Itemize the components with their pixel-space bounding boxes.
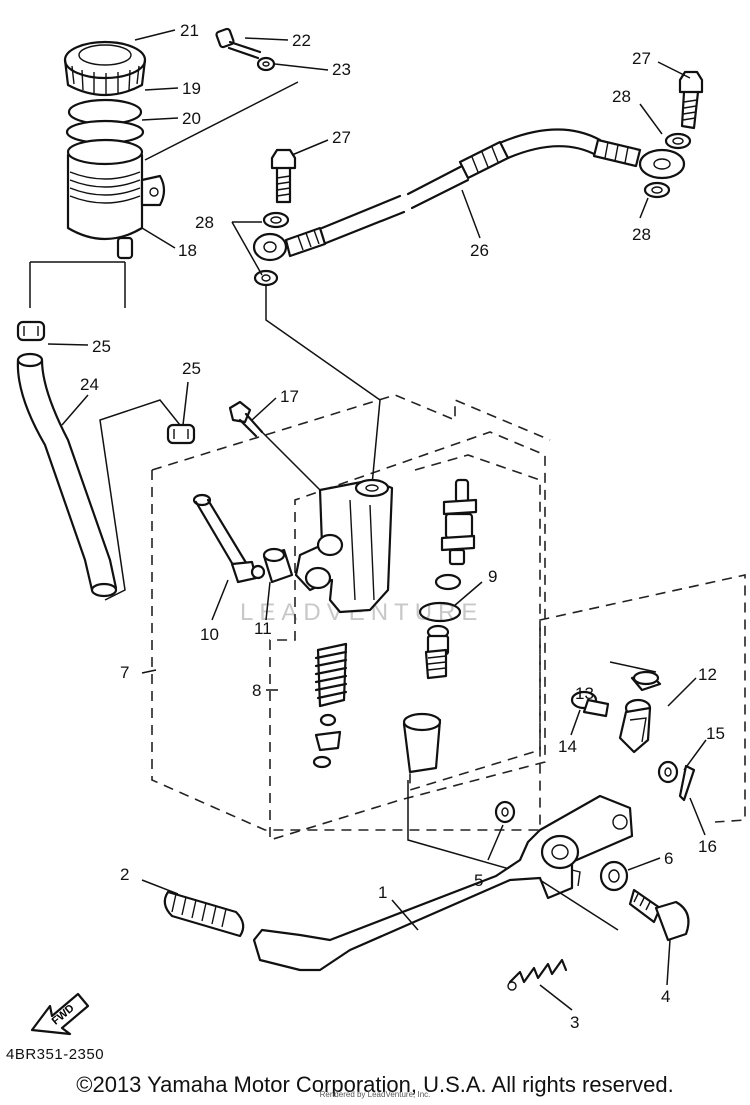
callout-17: 17 — [280, 387, 299, 406]
union-bolt-right[interactable] — [678, 70, 704, 130]
callout-8: 8 — [252, 681, 261, 700]
washer-6[interactable] — [599, 860, 629, 892]
bolt-22[interactable] — [215, 27, 262, 60]
callout-25-upper: 25 — [92, 337, 111, 356]
callout-28-left: 28 — [195, 213, 214, 232]
callout-28-right-bottom: 28 — [632, 225, 651, 244]
callout-15: 15 — [706, 724, 725, 743]
circlip[interactable] — [418, 601, 462, 623]
callout-4: 4 — [661, 987, 670, 1006]
bolt-17[interactable] — [228, 400, 264, 438]
callout-26: 26 — [470, 241, 489, 260]
callout-3: 3 — [570, 1013, 579, 1032]
callout-21: 21 — [180, 21, 199, 40]
rendered-by-notice: Rendered by LeadVenture, Inc. — [319, 1090, 431, 1099]
gasket-right-bottom[interactable] — [643, 181, 671, 199]
callout-9: 9 — [488, 567, 497, 586]
callout-22: 22 — [292, 31, 311, 50]
assembly-7-outline — [151, 470, 746, 831]
master-cylinder-body[interactable] — [294, 478, 394, 614]
brake-hose[interactable] — [252, 128, 686, 262]
callout-23: 23 — [332, 60, 351, 79]
leader-hose-link — [99, 399, 181, 601]
reservoir-diaphragm[interactable] — [65, 98, 145, 145]
callout-19: 19 — [182, 79, 201, 98]
pedal-rubber[interactable] — [163, 890, 245, 938]
callout-1: 1 — [378, 883, 387, 902]
callout-2: 2 — [120, 865, 129, 884]
reservoir-hose[interactable] — [16, 352, 118, 598]
washer-15[interactable] — [657, 760, 679, 784]
leader-boot-to-pedal — [407, 780, 521, 873]
copyright-notice: ©2013 Yamaha Motor Corporation, U.S.A. A… — [76, 1072, 674, 1097]
gasket-right-top[interactable] — [664, 132, 692, 150]
washer-5[interactable] — [494, 800, 516, 824]
leader-pedal-pivot — [539, 879, 619, 931]
hose-joint[interactable] — [192, 493, 266, 584]
callout-7: 7 — [120, 663, 129, 682]
callout-12: 12 — [698, 665, 717, 684]
push-rod[interactable] — [424, 624, 450, 680]
assembly-8-outline — [269, 431, 546, 842]
diagram-reference-code: 4BR351-2350 — [6, 1046, 105, 1063]
clevis[interactable] — [618, 698, 652, 754]
callout-13: 13 — [575, 684, 594, 703]
reservoir-tank[interactable] — [66, 138, 166, 260]
callout-27-left: 27 — [332, 128, 351, 147]
dust-boot[interactable] — [402, 712, 442, 774]
callout-leaders — [47, 29, 707, 1011]
leader-23-to-tank — [144, 81, 299, 161]
leader-bolt-17 — [261, 431, 331, 501]
union-bolt-left[interactable] — [270, 148, 297, 204]
callout-24: 24 — [80, 375, 99, 394]
gasket-left-top[interactable] — [262, 211, 290, 229]
callout-5: 5 — [474, 871, 483, 890]
nut-13[interactable] — [630, 670, 662, 692]
callout-numbers: 21 19 20 18 22 23 27 27 28 28 28 26 25 2… — [80, 21, 725, 1032]
hose-clip-upper[interactable] — [16, 320, 46, 342]
leader-hose-to-cylinder — [265, 285, 381, 486]
reservoir-hose-link-lines — [29, 261, 126, 308]
grommet-11[interactable] — [262, 547, 294, 584]
callout-18: 18 — [178, 241, 197, 260]
piston-rod-upper[interactable] — [440, 478, 478, 566]
cotter-pin[interactable] — [678, 764, 696, 802]
piston-cup[interactable] — [434, 573, 462, 591]
brake-pedal[interactable] — [252, 794, 634, 972]
callout-11: 11 — [254, 619, 272, 638]
callout-27-right: 27 — [632, 49, 651, 68]
callout-25-lower: 25 — [182, 359, 201, 378]
callout-10: 10 — [200, 625, 219, 644]
cylinder-seals[interactable] — [312, 713, 342, 769]
pivot-bolt[interactable] — [628, 888, 690, 942]
callout-6: 6 — [664, 849, 673, 868]
reservoir-cap-assy[interactable] — [63, 40, 147, 96]
cylinder-spring[interactable] — [314, 642, 348, 708]
gasket-left-bottom[interactable] — [253, 269, 279, 287]
collar-23[interactable] — [256, 56, 276, 72]
hose-clip-lower[interactable] — [166, 423, 196, 445]
callout-20: 20 — [182, 109, 201, 128]
pin-14[interactable] — [570, 690, 610, 718]
callout-14: 14 — [558, 737, 577, 756]
callout-16: 16 — [698, 837, 717, 856]
return-spring[interactable] — [507, 958, 568, 991]
callout-28-right-top: 28 — [612, 87, 631, 106]
fwd-arrow-icon: FWD — [30, 992, 90, 1036]
